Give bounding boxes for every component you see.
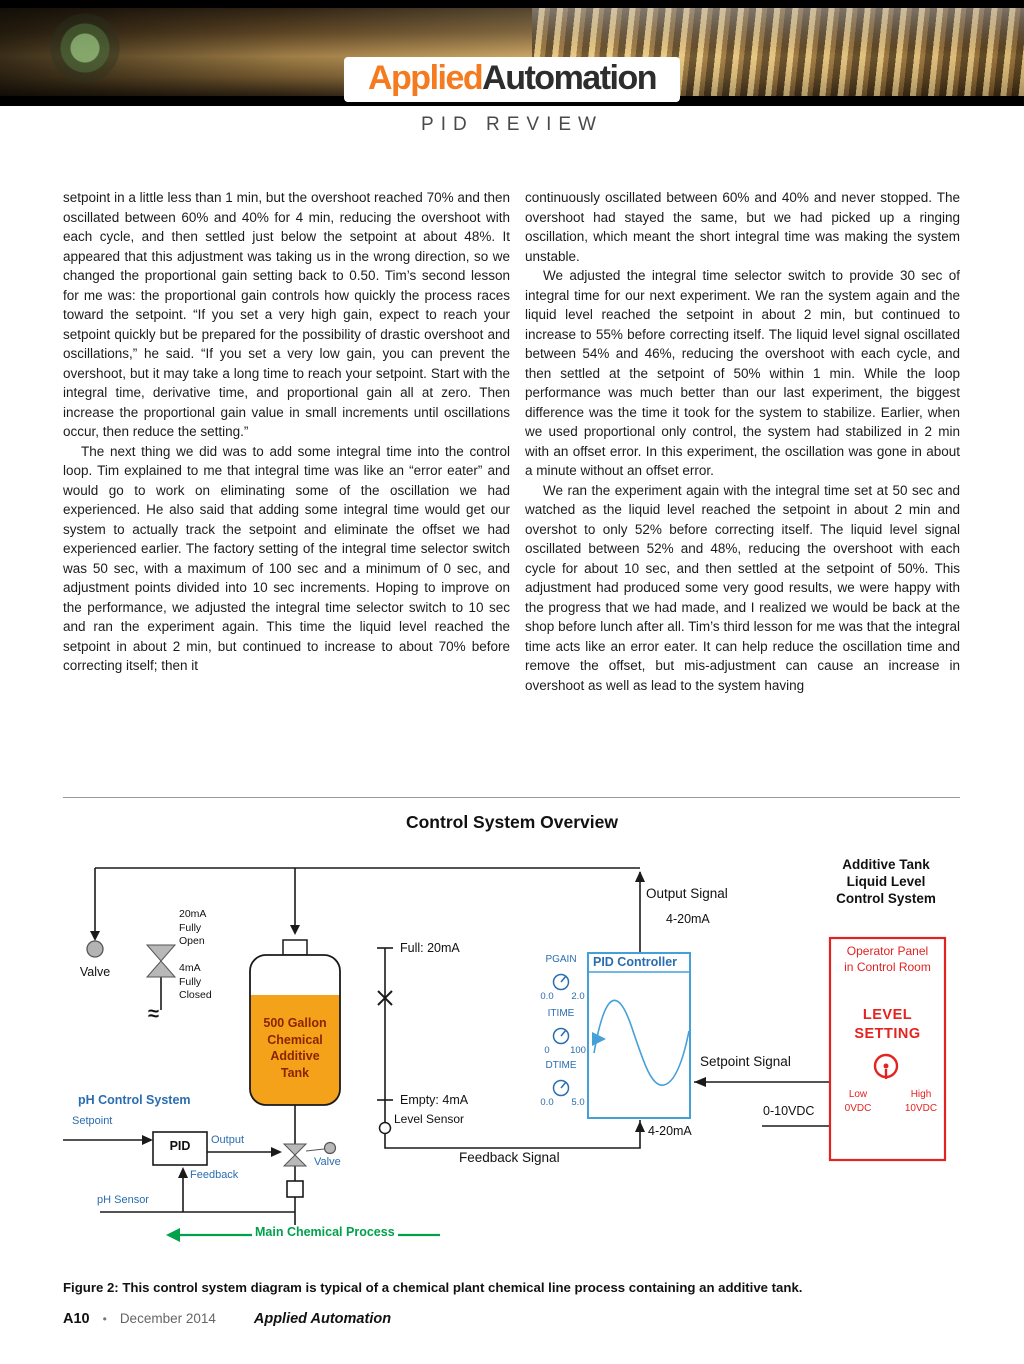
valve-open-label: 20mA Fully Open	[179, 908, 207, 947]
arrowheads	[90, 871, 706, 1178]
ph-feedback-label: Feedback	[190, 1169, 239, 1181]
setpoint-signal-label: Setpoint Signal	[700, 1054, 791, 1069]
figure-caption: Figure 2: This control system diagram is…	[63, 1280, 803, 1295]
arrow-down-valve	[90, 931, 100, 941]
ph-valve-label: Valve	[314, 1156, 341, 1168]
setpoint-range-label: 0-10VDC	[763, 1104, 815, 1118]
logo-applied-text: Applied	[367, 59, 484, 97]
ph-pid-label: PID	[169, 1139, 191, 1153]
itime-min: 0	[544, 1045, 550, 1056]
arrow-up-feedback	[635, 1121, 645, 1132]
issue-date: December 2014	[119, 1311, 216, 1326]
operator-panel-title: Operator Panel in Control Room	[844, 944, 931, 974]
valve-label: Valve	[79, 965, 111, 979]
paragraph: We adjusted the integral time selector s…	[525, 268, 960, 478]
paragraph: We ran the experiment again with the int…	[525, 482, 960, 693]
pid-input-arrow	[592, 1032, 606, 1046]
logo-automation-text: Automation	[482, 59, 657, 97]
paragraph: The next thing we did was to add some in…	[63, 443, 510, 674]
high-vdc-label: 10VDC	[904, 1103, 938, 1114]
tank-liquid	[250, 995, 340, 1105]
section-divider	[63, 797, 960, 798]
itime-label: ITIME	[547, 1008, 575, 1019]
level-sensor-label: Level Sensor	[394, 1112, 465, 1126]
arrow-up-output	[635, 871, 645, 882]
level-x-mark	[377, 990, 393, 1006]
pgain-label: PGAIN	[545, 954, 577, 965]
process-valve-icon	[282, 1143, 308, 1167]
pipe-break-symbol: ≈	[148, 1003, 159, 1025]
dtime-max: 5.0	[571, 1097, 585, 1108]
paragraph: setpoint in a little less than 1 min, bu…	[63, 190, 510, 439]
main-process-arrowhead	[166, 1228, 180, 1242]
control-system-diagram: Additive Tank Liquid Level Control Syste…	[0, 848, 1024, 1278]
output-range-label: 4-20mA	[666, 912, 710, 926]
process-valve-link	[305, 1148, 325, 1152]
dtime-min: 0.0	[540, 1097, 554, 1108]
banner-highlight	[532, 8, 1024, 48]
pgain-max: 2.0	[571, 991, 585, 1002]
pid-controller-title: PID Controller	[593, 955, 678, 969]
page-footer: A10 • December 2014 Applied Automation	[63, 1311, 391, 1327]
feedback-line	[384, 1120, 641, 1149]
feedback-range-label: 4-20mA	[648, 1124, 692, 1138]
operator-panel-box	[828, 936, 947, 1162]
ph-sensor-icon	[286, 1180, 304, 1198]
ph-system-title: pH Control System	[78, 1093, 191, 1107]
control-valve-icon	[145, 944, 177, 978]
tank-label: 500 Gallon Chemical Additive Tank	[263, 1016, 327, 1080]
ph-sensor-label: pH Sensor	[97, 1194, 149, 1206]
pgain-min: 0.0	[540, 991, 554, 1002]
ph-pid-box	[152, 1131, 208, 1166]
itime-knob-icon	[552, 1027, 570, 1045]
feedback-signal-label: Feedback Signal	[459, 1150, 560, 1165]
pgain-knob-icon	[552, 973, 570, 991]
footer-bullet: •	[102, 1312, 107, 1326]
low-vdc-label: 0VDC	[844, 1103, 872, 1114]
low-label: Low	[848, 1089, 868, 1100]
full-level-label: Full: 20mA	[400, 941, 460, 955]
level-sensor-icon	[378, 1121, 392, 1135]
empty-level-label: Empty: 4mA	[400, 1093, 469, 1107]
high-label: High	[910, 1089, 932, 1100]
tank-outline	[249, 954, 341, 1106]
article-column-right: continuously oscillated between 60% and …	[525, 188, 960, 695]
header-banner: AppliedAutomation	[0, 0, 1024, 106]
diagram-title: Control System Overview	[405, 812, 619, 832]
pid-wave-trace	[593, 999, 690, 1086]
page-title: PID REVIEW	[421, 114, 603, 135]
arrow-right-ph-setpoint	[142, 1135, 153, 1145]
output-signal-label: Output Signal	[646, 886, 728, 901]
diagram-drawing	[63, 867, 947, 1242]
pid-controller-box	[587, 952, 691, 1119]
level-setting-label: LEVEL SETTING	[854, 1007, 921, 1042]
page-number: A10	[63, 1311, 90, 1327]
itime-max: 100	[570, 1045, 586, 1056]
system-title: Additive Tank Liquid Level Control Syste…	[836, 857, 936, 906]
arrow-up-ph-feedback	[178, 1167, 188, 1178]
dtime-label: DTIME	[545, 1060, 577, 1071]
arrow-left-setpoint	[694, 1077, 706, 1087]
dtime-knob-icon	[552, 1079, 570, 1097]
arrow-right-ph-output	[271, 1147, 282, 1157]
paragraph: continuously oscillated between 60% and …	[525, 190, 960, 264]
process-valve-actuator-icon	[323, 1141, 337, 1155]
article-column-left: setpoint in a little less than 1 min, bu…	[63, 188, 510, 695]
valve-closed-label: 4mA Fully Closed	[179, 962, 212, 1001]
ph-output-label: Output	[211, 1134, 245, 1146]
valve-actuator-icon	[86, 940, 104, 958]
signal-lines	[63, 867, 830, 1235]
tank-neck	[282, 939, 308, 956]
ph-setpoint-label: Setpoint	[72, 1115, 113, 1127]
magazine-logo: AppliedAutomation	[343, 57, 681, 102]
footer-brand: Applied Automation	[253, 1311, 392, 1327]
tuning-knob-icons	[552, 973, 570, 1097]
arrow-down-tank	[290, 925, 300, 935]
article-body: setpoint in a little less than 1 min, bu…	[63, 188, 960, 695]
main-process-label: Main Chemical Process	[252, 1225, 398, 1239]
